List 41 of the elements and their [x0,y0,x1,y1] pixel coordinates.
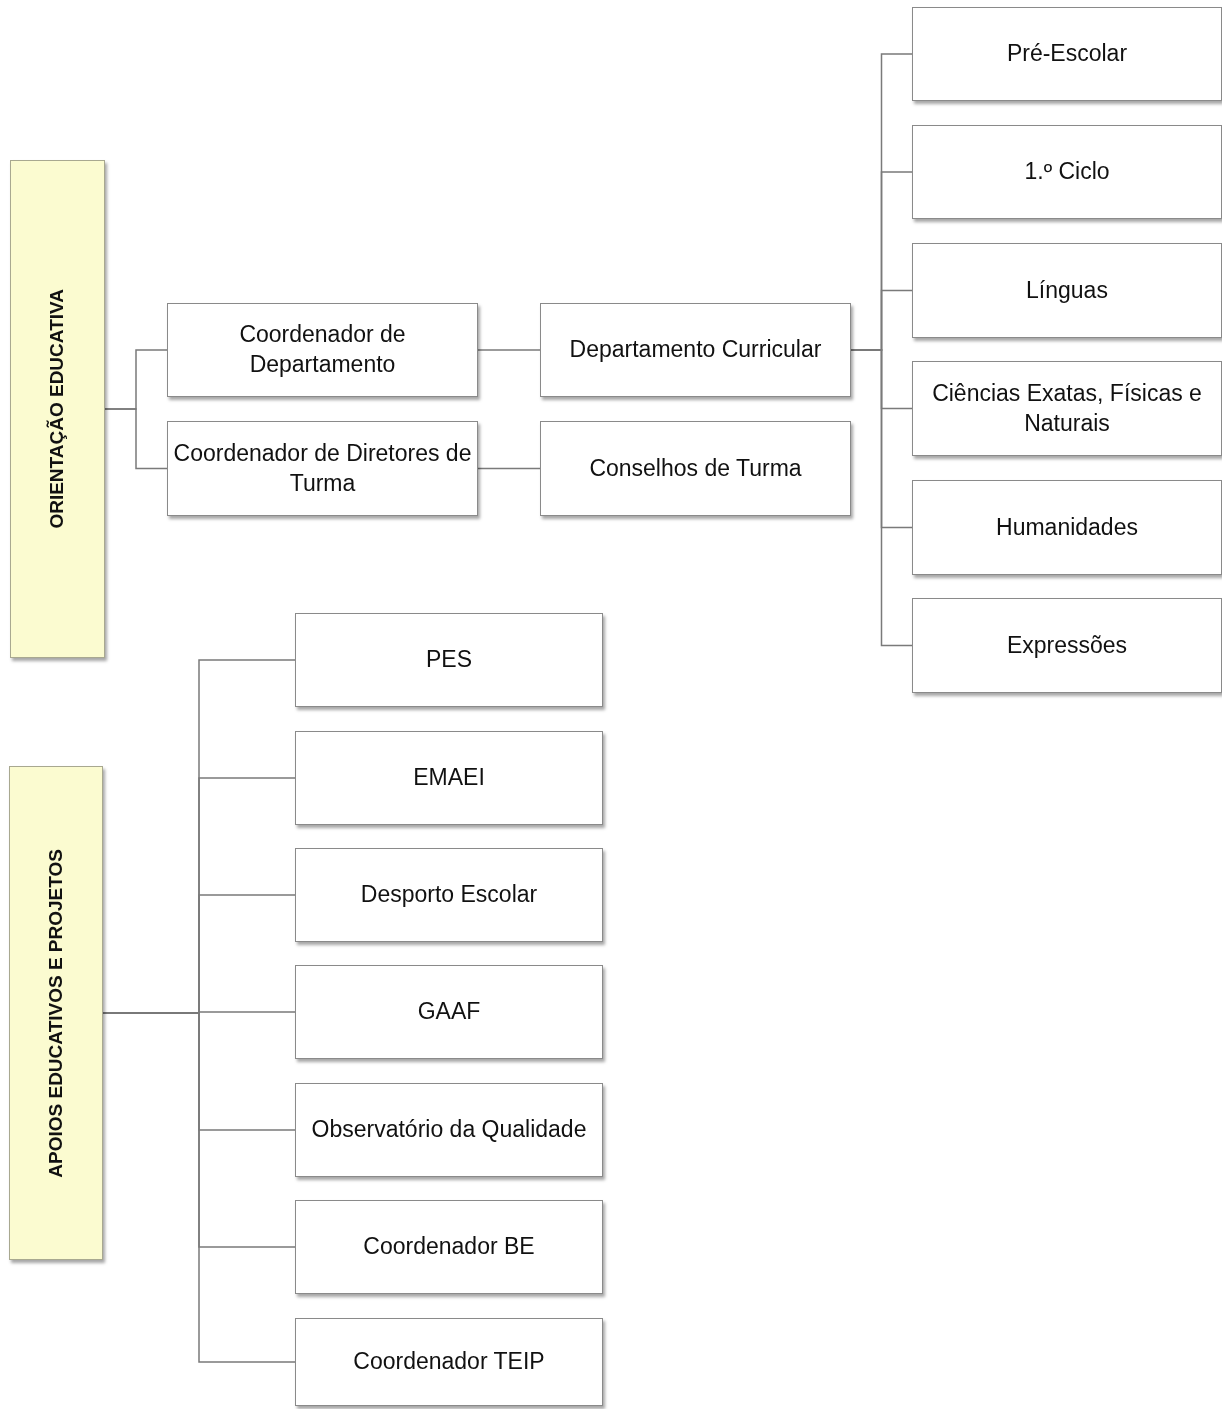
connector-line [477,349,541,351]
box-label: EMAEI [412,763,486,793]
box-label: Conselhos de Turma [588,453,803,483]
box-label: PES [425,645,473,675]
box-label: Pré-Escolar [1005,39,1129,69]
org-box [912,598,1222,693]
box-label: Coordenador de Diretores de Turma [172,438,473,498]
connector-line [104,408,168,470]
org-box [295,1083,603,1177]
box-label: 1.º Ciclo [1023,157,1111,187]
box-label: Observatório da Qualidade [310,1115,588,1145]
box-label: Departamento Curricular [568,335,823,365]
box-label: GAAF [416,997,482,1027]
connector-line [477,467,541,470]
box-label: Línguas [1025,275,1109,305]
org-box [167,303,478,397]
box-label: Coordenador de Departamento [238,320,407,379]
org-box [295,1200,603,1294]
org-box [912,361,1222,456]
org-box [295,1318,603,1406]
org-box [295,965,603,1059]
org-box [295,848,603,942]
org-box [912,480,1222,575]
org-box [540,303,851,397]
box-label: Humanidades [995,512,1139,542]
org-box [167,421,478,516]
category-band [10,160,105,658]
box-label: Desporto Escolar [359,880,539,910]
org-box [540,421,851,516]
org-box [912,125,1222,219]
box-label: Expressões [1005,630,1129,660]
box-label: Ciências Exatas, Físicas e Naturais [931,378,1203,438]
category-label: ORIENTAÇÃO EDUCATIVA [45,289,69,529]
box-label: Coordenador BE [362,1232,536,1262]
category-label: APOIOS EDUCATIVOS E PROJETOS [43,848,67,1178]
org-box [912,243,1222,338]
category-band [9,766,103,1260]
org-box [295,731,603,825]
org-box [295,613,603,707]
org-box [912,7,1222,101]
box-label: Coordenador TEIP [352,1347,546,1377]
